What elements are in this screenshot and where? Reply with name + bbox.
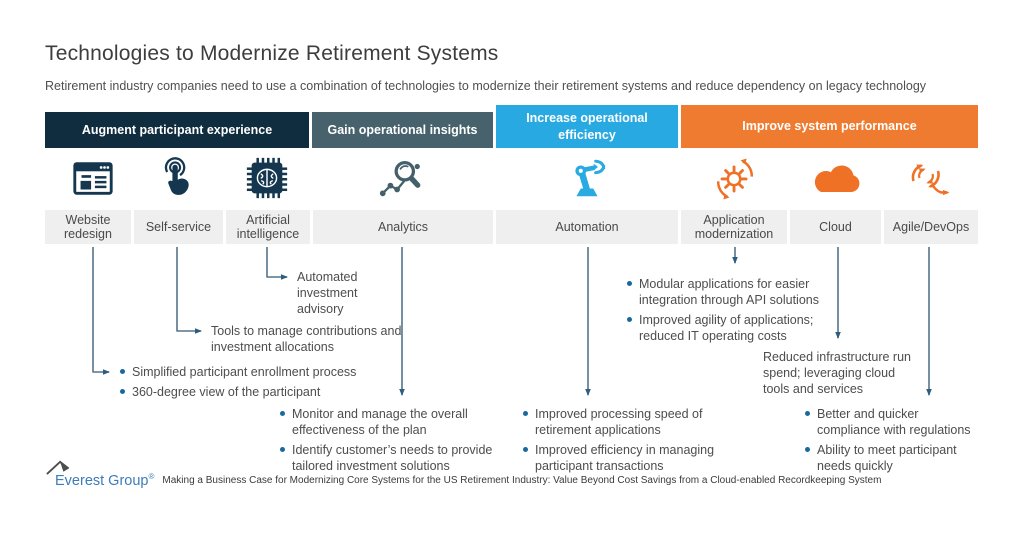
bullet-icon: [627, 281, 632, 286]
tap-hand-icon: [147, 152, 207, 204]
bullet-icon: [805, 411, 810, 416]
browser-icon: [63, 152, 123, 204]
bullet-icon: [627, 317, 632, 322]
list-item: Better and quicker compliance with regul…: [805, 406, 985, 438]
callout-agile-devops: Better and quicker compliance with regul…: [805, 406, 985, 478]
magnifier-chart-icon: [370, 152, 430, 204]
callout-website-redesign: Simplified participant enrollment proces…: [120, 364, 405, 404]
label-cloud: Cloud: [790, 210, 881, 244]
list-item: Simplified participant enrollment proces…: [120, 364, 405, 380]
list-item: Modular applications for easier integrat…: [627, 276, 847, 308]
chip-brain-icon: [237, 152, 297, 204]
bullet-icon: [523, 447, 528, 452]
label-website-redesign: Website redesign: [45, 210, 131, 244]
band-improve-system-performance: Improve system performance: [681, 105, 978, 148]
band-augment-participant-experience: Augment participant experience: [45, 112, 309, 148]
page-title: Technologies to Modernize Retirement Sys…: [45, 42, 499, 65]
callout-application-modernization: Modular applications for easier integrat…: [627, 276, 847, 348]
band-gain-operational-insights: Gain operational insights: [312, 112, 493, 148]
band-increase-operational-efficiency: Increase operational efficiency: [496, 105, 678, 148]
footer: Everest Group® Making a Business Case fo…: [45, 459, 881, 488]
callout-analytics: Monitor and manage the overall effective…: [280, 406, 498, 478]
band-label: Augment participant experience: [81, 122, 273, 137]
bullet-icon: [280, 447, 285, 452]
label-artificial-intelligence: Artificial intelligence: [226, 210, 310, 244]
label-analytics: Analytics: [313, 210, 493, 244]
bullet-icon: [523, 411, 528, 416]
label-agile-devops: Agile/DevOps: [884, 210, 978, 244]
cycle-arrows-icon: [898, 152, 958, 204]
bullet-icon: [120, 389, 125, 394]
label-self-service: Self-service: [134, 210, 223, 244]
bullet-icon: [805, 447, 810, 452]
bullet-icon: [280, 411, 285, 416]
mountain-icon: [46, 460, 70, 475]
footer-logo: Everest Group®: [45, 459, 154, 488]
source-text: Making a Business Case for Modernizing C…: [162, 475, 882, 487]
gear-refresh-icon: [705, 152, 765, 204]
list-item: Improved processing speed of retirement …: [523, 406, 741, 438]
band-label: Improve system performance: [742, 119, 917, 134]
list-item: Ability to meet participant needs quickl…: [805, 442, 985, 474]
label-automation: Automation: [496, 210, 678, 244]
cloud-icon: [806, 152, 866, 204]
callout-automation: Improved processing speed of retirement …: [523, 406, 741, 478]
band-label: Gain operational insights: [327, 122, 478, 137]
page-subtitle: Retirement industry companies need to us…: [45, 79, 927, 93]
band-label: Increase operational efficiency: [526, 111, 648, 142]
robot-arm-icon: [557, 152, 617, 204]
registered-mark: ®: [148, 472, 155, 481]
list-item: Improved efficiency in managing particip…: [523, 442, 741, 474]
callout-artificial-intelligence: Automated investment advisory: [297, 270, 358, 316]
list-item: Identify customer’s needs to provide tai…: [280, 442, 498, 474]
callout-self-service: Tools to manage contributions and invest…: [211, 324, 402, 354]
callout-cloud: Reduced infrastructure run spend; levera…: [763, 350, 911, 396]
list-item: 360-degree view of the participant: [120, 384, 405, 400]
list-item: Improved agility of applications; reduce…: [627, 312, 847, 344]
label-application-modernization: Application modernization: [681, 210, 787, 244]
brand-wordmark: Everest Group®: [55, 472, 155, 489]
list-item: Monitor and manage the overall effective…: [280, 406, 498, 438]
bullet-icon: [120, 369, 125, 374]
